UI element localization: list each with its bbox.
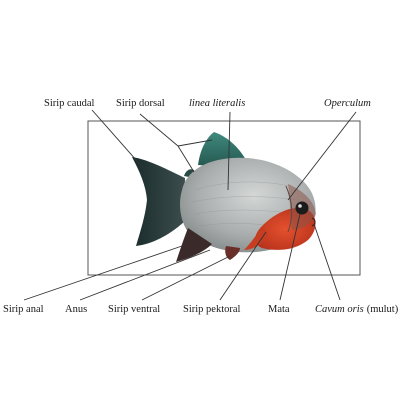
label-linea-literalis: linea literalis	[189, 98, 245, 109]
anal-fin-shape	[176, 228, 212, 262]
fish-illustration	[132, 132, 316, 262]
leader-mata	[279, 213, 301, 301]
label-operculum: Operculum	[324, 98, 371, 109]
leader-sirip-dorsal-c	[177, 139, 213, 147]
leader-linea-literalis	[227, 111, 231, 191]
operculum-edge	[285, 185, 293, 233]
eye-highlight	[298, 204, 302, 208]
leader-cavum-oris	[313, 223, 341, 301]
leader-operculum	[287, 111, 357, 201]
mouth-shape	[311, 217, 316, 227]
label-sirip-ventral: Sirip ventral	[108, 304, 160, 315]
eye-shape	[295, 201, 309, 215]
diagram-frame	[87, 120, 361, 276]
label-sirip-caudal: Sirip caudal	[44, 98, 95, 109]
label-sirip-anal: Sirip anal	[3, 304, 44, 315]
ventral-fin-shape	[225, 246, 240, 260]
pectoral-fin-shape	[244, 226, 268, 250]
leader-sirip-ventral	[141, 255, 231, 301]
leader-sirip-caudal	[91, 109, 153, 179]
leader-sirip-dorsal-b	[177, 145, 195, 173]
leader-sirip-anal	[23, 245, 183, 301]
label-sirip-pektoral: Sirip pektoral	[183, 304, 241, 315]
leader-anus	[79, 249, 211, 301]
label-cavum-oris-note: (mulut)	[367, 304, 399, 315]
caudal-fin-shape	[132, 157, 185, 246]
label-anus: Anus	[65, 304, 87, 315]
label-cavum-oris: Cavum oris(mulut)	[315, 304, 399, 315]
label-sirip-dorsal: Sirip dorsal	[116, 98, 165, 109]
leader-sirip-pektoral	[219, 231, 267, 301]
leader-sirip-dorsal-a	[139, 113, 179, 147]
label-cavum-oris-term: Cavum oris	[315, 304, 364, 315]
leader-lines	[23, 109, 357, 301]
label-mata: Mata	[268, 304, 290, 315]
